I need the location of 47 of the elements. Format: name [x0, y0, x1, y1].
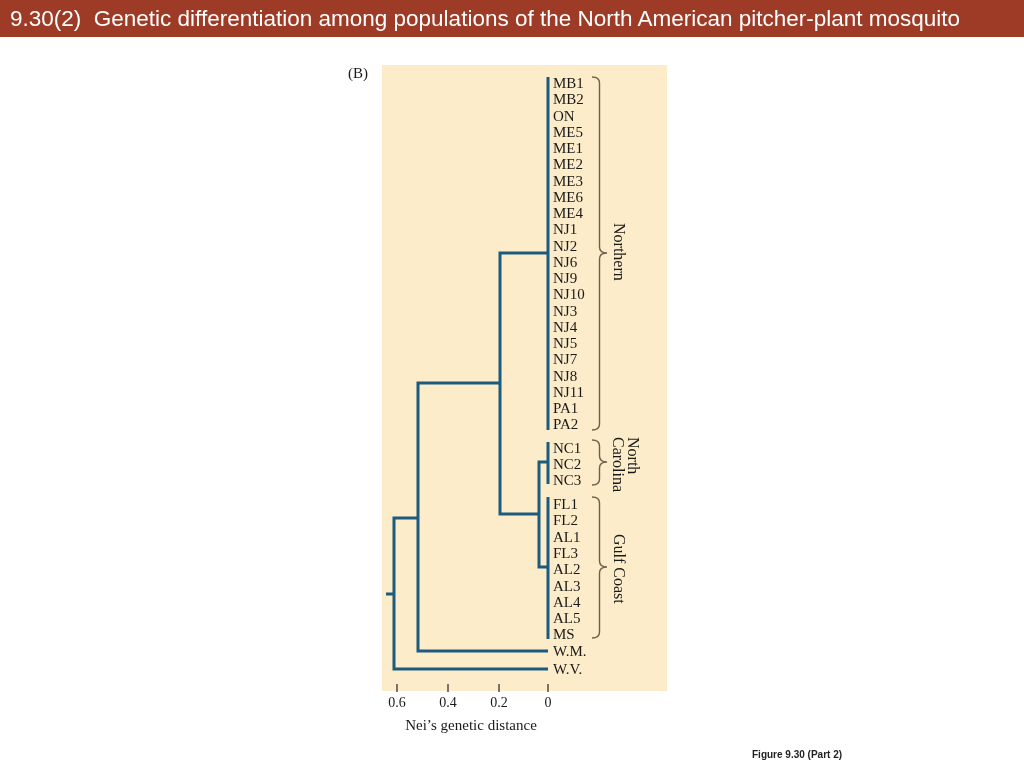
population-label: ON: [553, 107, 575, 124]
population-label: NJ4: [553, 318, 578, 335]
population-label: NC3: [553, 472, 582, 488]
tick-label: 0.6: [388, 695, 406, 711]
tick-label: 0.4: [439, 695, 457, 711]
panel-letter: (B): [348, 64, 368, 82]
population-label: AL3: [553, 577, 581, 594]
population-label: FL2: [553, 512, 578, 529]
tick-label: 0: [544, 695, 552, 711]
title: 9.30(2) Genetic differentiation among populations of the North American pitcher-plant mosquito: [10, 5, 961, 32]
population-label: MB2: [553, 91, 584, 108]
population-label: AL1: [553, 528, 581, 545]
population-label: NJ11: [553, 383, 585, 400]
population-label: NC1: [553, 440, 582, 456]
population-label: ME3: [553, 172, 583, 189]
population-label: NC2: [553, 456, 582, 472]
population-label: FL1: [553, 496, 578, 512]
population-label: MB1: [553, 75, 584, 91]
tick-label: 0.2: [490, 695, 508, 711]
population-label: ME1: [553, 140, 583, 156]
group-label: Northern: [612, 223, 627, 281]
population-label: NJ8: [553, 367, 578, 384]
population-label: NJ6: [553, 253, 578, 270]
axis-title: Nei’s genetic distance: [405, 716, 537, 734]
population-label: NJ5: [553, 335, 578, 351]
population-label: NJ7: [553, 351, 578, 368]
population-label: AL5: [553, 610, 581, 627]
population-label: PA2: [553, 416, 579, 433]
population-label: NJ10: [553, 286, 585, 303]
group-label: Gulf Coast: [612, 534, 627, 604]
population-label: FL3: [553, 544, 578, 561]
population-label: W.V.: [553, 661, 583, 677]
population-label: NJ3: [553, 302, 578, 319]
population-label: NJ1: [553, 221, 578, 238]
population-label: W.M.: [553, 643, 587, 659]
population-label: MS: [553, 626, 575, 643]
caption: Figure 9.30 (Part 2): [752, 748, 843, 761]
population-label: AL4: [553, 593, 581, 610]
population-label: ME2: [553, 156, 583, 173]
population-label: ME6: [553, 188, 583, 205]
group-label: North Carolina: [611, 437, 641, 495]
population-label: NJ9: [553, 270, 578, 286]
population-label: PA1: [553, 400, 579, 416]
population-label: AL2: [553, 561, 581, 578]
population-label: ME5: [553, 123, 583, 140]
population-label: NJ2: [553, 237, 578, 254]
population-label: ME4: [553, 205, 583, 221]
